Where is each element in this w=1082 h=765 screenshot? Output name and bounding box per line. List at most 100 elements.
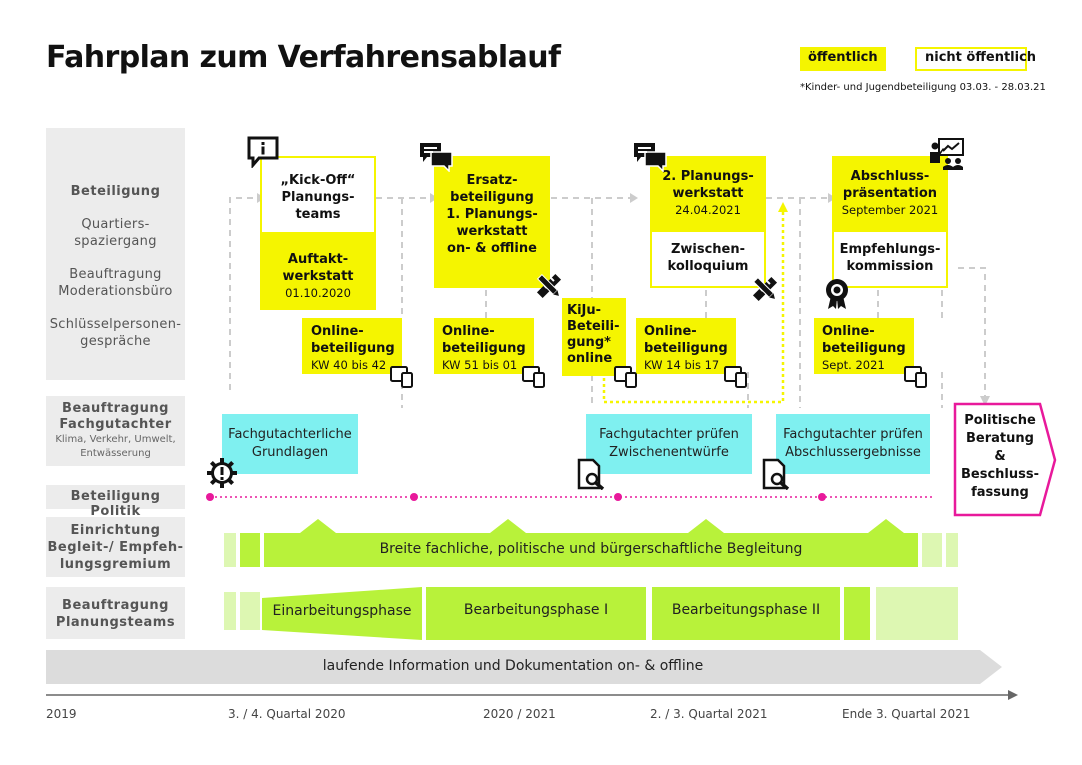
- gremium-segment: [946, 533, 958, 567]
- label-quartier-1: Quartiers-: [81, 217, 150, 232]
- expert-zwischen-2: Zwischenentwürfe: [609, 445, 729, 460]
- online-1-title-2: beteiligung: [311, 341, 395, 356]
- ersatz-line-1: Ersatz-: [466, 173, 518, 188]
- flow-line: [229, 197, 257, 390]
- politik-dot: [614, 493, 622, 501]
- info-bar: laufende Information und Dokumentation o…: [322, 658, 704, 674]
- phase-bearbeitung-1: Bearbeitungsphase I: [426, 587, 646, 640]
- document-search-icon: [762, 458, 790, 490]
- kickoff-line-3: teams: [295, 207, 341, 222]
- online-box-1: Online- beteiligung KW 40 bis 42: [302, 318, 402, 374]
- label-gremium-3: lungsgremium: [59, 557, 172, 572]
- label-fach-2: Fachgutachter: [59, 417, 172, 432]
- ersatz-box: Ersatz- beteiligung 1. Planungs- werksta…: [434, 156, 550, 288]
- politik-dot: [410, 493, 418, 501]
- page-title: Fahrplan zum Verfahrensablauf: [46, 40, 561, 75]
- label-planung-2: Planungsteams: [55, 615, 176, 630]
- online-1-title-1: Online-: [311, 324, 364, 339]
- kiju-line-2: Beteili-: [567, 319, 620, 334]
- document-search-icon: [577, 458, 605, 490]
- label-beauftragung-2: Moderationsbüro: [58, 284, 173, 299]
- expert-grundlagen-2: Grundlagen: [251, 445, 329, 460]
- kickoff-box: „Kick-Off“ Planungs- teams: [260, 156, 376, 234]
- politik-box-shape: [953, 402, 1057, 517]
- expert-grundlagen-box: Fachgutachterliche Grundlagen: [222, 414, 358, 474]
- expert-zwischen-box: Fachgutachter prüfen Zwischenentwürfe: [586, 414, 752, 474]
- pw2-date: 24.04.2021: [675, 203, 741, 217]
- label-politik: Beteiligung Politik: [70, 489, 161, 519]
- label-gremium-1: Einrichtung: [70, 523, 161, 538]
- presentation-icon: [930, 138, 964, 170]
- expert-abschluss-box: Fachgutachter prüfen Abschlussergebnisse: [776, 414, 930, 474]
- expert-zwischen-1: Fachgutachter prüfen: [599, 427, 739, 442]
- legend-note: *Kinder- und Jugendbeteiligung 03.03. - …: [800, 82, 1046, 93]
- left-panel-gremium: Einrichtung Begleit-/ Empfeh- lungsgremi…: [46, 517, 185, 577]
- pencil-ruler-icon: [752, 276, 778, 302]
- politik-dot: [818, 493, 826, 501]
- online-2-title-2: beteiligung: [442, 341, 526, 356]
- expert-grundlagen-1: Fachgutachterliche: [228, 427, 352, 442]
- legend-public: öffentlich: [800, 47, 886, 71]
- ersatz-line-2: beteiligung: [450, 190, 534, 205]
- online-box-3: Online- beteiligung KW 14 bis 17: [636, 318, 736, 374]
- label-beteiligung: Beteiligung: [70, 184, 161, 199]
- left-panel-politik: Beteiligung Politik: [46, 485, 185, 519]
- ersatz-line-3: 1. Planungs-: [446, 207, 538, 222]
- left-panel-beteiligung: Beteiligung Quartiers- spaziergang Beauf…: [46, 128, 185, 380]
- label-planung-1: Beauftragung: [62, 598, 169, 613]
- phase-bearbeitung-2: Bearbeitungsphase II: [652, 587, 840, 640]
- timeline-label: 3. / 4. Quartal 2020: [228, 707, 346, 721]
- timeline-label: 2. / 3. Quartal 2021: [650, 707, 768, 721]
- online-3-title-2: beteiligung: [644, 341, 728, 356]
- politik-dot: [206, 493, 214, 501]
- online-2-title-1: Online-: [442, 324, 495, 339]
- kickoff-line-1: „Kick-Off“: [280, 173, 356, 188]
- pw2-line-1: 2. Planungs-: [662, 169, 754, 184]
- phase-einarbeitung: Einarbeitungsphase: [272, 603, 412, 619]
- kiju-line-3: gung*: [567, 335, 611, 350]
- online-4-title-1: Online-: [822, 324, 875, 339]
- online-4-date: Sept. 2021: [822, 358, 885, 372]
- left-panel-fachgutachter: Beauftragung Fachgutachter Klima, Verkeh…: [46, 396, 185, 466]
- label-beauftragung-1: Beauftragung: [69, 267, 162, 282]
- label-fach-1: Beauftragung: [62, 401, 169, 416]
- online-3-title-1: Online-: [644, 324, 697, 339]
- auftakt-line-1: Auftakt-: [287, 252, 349, 267]
- chat-icon: [420, 143, 453, 172]
- auftakt-line-2: werkstatt: [282, 269, 354, 284]
- online-4-title-2: beteiligung: [822, 341, 906, 356]
- online-box-4: Online- beteiligung Sept. 2021: [814, 318, 914, 374]
- online-2-date: KW 51 bis 01: [442, 358, 518, 372]
- legend-non-public: nicht öffentlich: [915, 47, 1036, 71]
- pw2-box: 2. Planungs- werkstatt 24.04.2021: [650, 156, 766, 230]
- gremium-bar: Breite fachliche, politische und bürgers…: [264, 533, 918, 567]
- label-schluessel-1: Schlüsselpersonen-: [49, 317, 182, 332]
- expert-abschluss-2: Abschlussergebnisse: [785, 445, 921, 460]
- einarbeitung-shape: [262, 587, 422, 640]
- abschluss-line-2: präsentation: [842, 186, 938, 201]
- tablet-phone-icon: [614, 366, 637, 388]
- online-box-2: Online- beteiligung KW 51 bis 01: [434, 318, 534, 374]
- kiju-line-1: KiJu-: [567, 303, 602, 318]
- zwischenkolloquium-box: Zwischen- kolloquium: [650, 230, 766, 288]
- ersatz-line-4: werkstatt: [456, 224, 528, 239]
- chat-icon: [634, 143, 667, 172]
- phase-segment: [240, 592, 260, 630]
- tablet-phone-icon: [522, 366, 545, 388]
- phase-segment: [844, 587, 870, 640]
- info-chat-icon: [247, 136, 279, 168]
- ersatz-line-5: on- & offline: [447, 241, 537, 256]
- online-1-date: KW 40 bis 42: [311, 358, 387, 372]
- politik-line-1: Politische: [964, 413, 1036, 428]
- tablet-phone-icon: [904, 366, 927, 388]
- gremium-segment: [922, 533, 942, 567]
- zwischen-line-1: Zwischen-: [670, 242, 746, 257]
- zwischen-line-2: kolloquium: [667, 259, 749, 274]
- kiju-line-4: online: [567, 351, 613, 366]
- phase-segment: [224, 592, 236, 630]
- empfehlung-box: Empfehlungs- kommission: [832, 230, 948, 288]
- award-icon: [826, 279, 848, 309]
- abschluss-box: Abschluss- präsentation September 2021: [832, 156, 948, 230]
- left-panel-planungsteams: Beauftragung Planungsteams: [46, 587, 185, 639]
